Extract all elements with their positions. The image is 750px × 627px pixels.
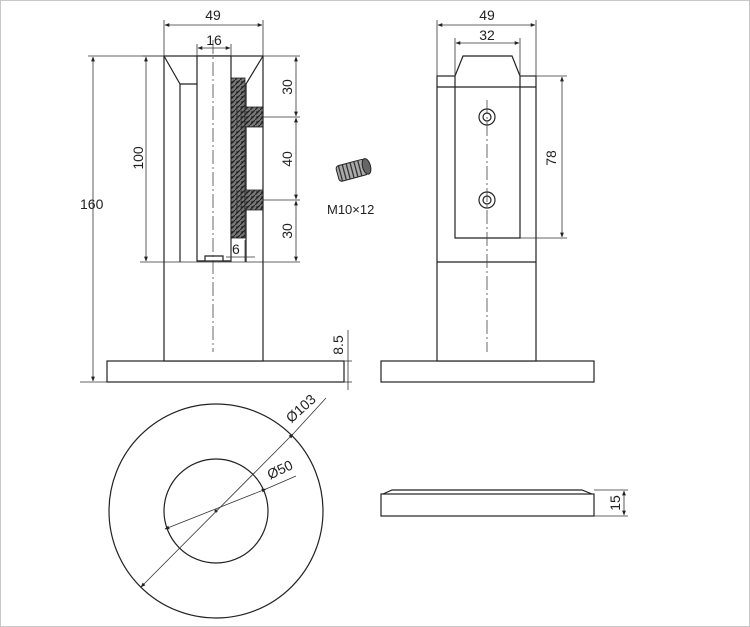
set-screw-detail: M10×12	[327, 158, 374, 217]
base-plan-view: Ø103 Ø50	[108, 391, 327, 619]
base-outer-circle	[108, 403, 324, 619]
front-dim-slot-width: 16	[206, 32, 222, 48]
front-set-screw-lower	[244, 189, 264, 211]
front-dim-middle-seg: 40	[279, 151, 295, 167]
front-view: 49 16 160 100 30 40 30 6 8.	[80, 7, 352, 390]
screw-label: M10×12	[327, 202, 374, 217]
front-dim-clamp-height: 100	[130, 146, 146, 170]
front-dim-gap: 6	[232, 241, 240, 257]
side-dim-top-width: 49	[479, 7, 495, 23]
side-view: 49 32 78	[380, 7, 595, 383]
side-base-plate	[380, 360, 595, 383]
base-side-plate	[380, 493, 595, 517]
front-dim-base-thickness: 8.5	[330, 335, 346, 355]
side-dim-plate-height: 78	[543, 150, 559, 166]
front-dim-total-height: 160	[80, 196, 104, 212]
base-dim-outer-diameter: Ø103	[283, 391, 319, 426]
base-side-dim-thickness: 15	[607, 495, 623, 511]
side-clamp-plate	[454, 55, 521, 239]
front-glass-slot	[196, 55, 232, 262]
base-side-view: 15	[380, 489, 628, 517]
front-set-screw-upper	[244, 106, 264, 128]
front-base-plate	[106, 360, 345, 383]
front-dim-top-width: 49	[205, 7, 221, 23]
front-dim-lower-seg: 30	[279, 223, 295, 239]
front-dim-upper-seg: 30	[279, 79, 295, 95]
front-clamp-pad	[230, 77, 246, 239]
side-dim-plate-width: 32	[479, 27, 495, 43]
